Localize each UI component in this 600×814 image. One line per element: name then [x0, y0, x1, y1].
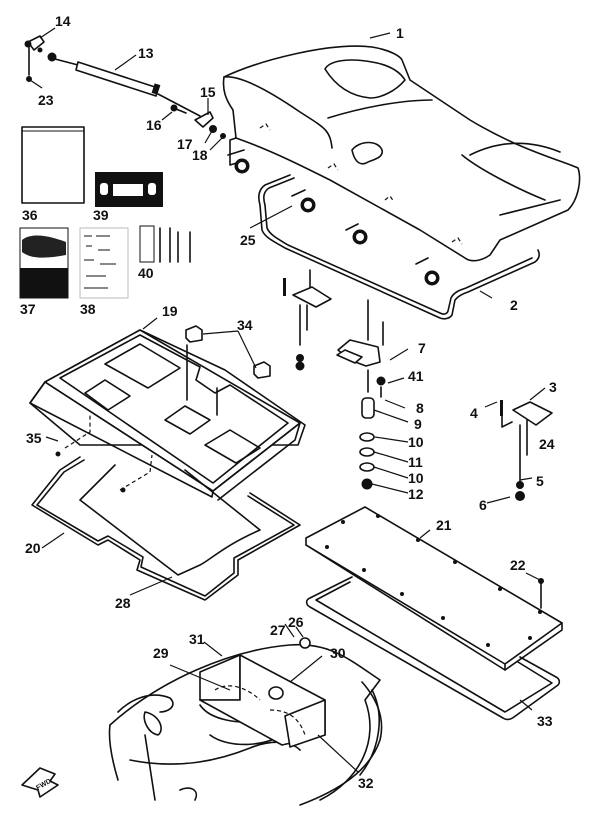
storage-tray — [29, 329, 306, 501]
callout-3: 3 — [549, 379, 557, 395]
screw-22 — [538, 578, 544, 609]
callout-36: 36 — [22, 207, 38, 223]
callout-39: 39 — [93, 207, 109, 223]
tray-seal — [31, 456, 301, 601]
callout-4: 4 — [470, 405, 478, 421]
callout-22: 22 — [510, 557, 526, 573]
seat-dampers — [227, 149, 440, 286]
callout-40: 40 — [138, 265, 154, 281]
fwd-indicator: FWD — [21, 767, 59, 798]
seat-damper — [415, 257, 440, 286]
seat-damper — [291, 189, 316, 213]
cover-plate — [305, 506, 563, 671]
video-cassette — [95, 172, 163, 207]
seat-lock-assembly — [336, 299, 386, 490]
callout-9: 9 — [414, 416, 422, 432]
callout-17: 17 — [177, 136, 193, 152]
holders — [185, 325, 271, 379]
callout-23: 23 — [38, 92, 54, 108]
callout-15: 15 — [200, 84, 216, 100]
callout-25: 25 — [240, 232, 256, 248]
callout-14: 14 — [55, 13, 71, 29]
callout-19: 19 — [162, 303, 178, 319]
callout-12: 12 — [408, 486, 424, 502]
cover-seal — [305, 576, 561, 721]
owners-manual — [19, 227, 69, 299]
callout-34: 34 — [237, 317, 253, 333]
callout-26: 26 — [288, 614, 304, 630]
callout-20: 20 — [25, 540, 41, 556]
callout-10b: 10 — [408, 470, 424, 486]
rear-hook-bracket — [283, 269, 332, 371]
callout-10a: 10 — [408, 434, 424, 450]
callout-38: 38 — [80, 301, 96, 317]
callout-8: 8 — [416, 400, 424, 416]
callout-7: 7 — [418, 340, 426, 356]
callout-28: 28 — [115, 595, 131, 611]
callout-2: 2 — [510, 297, 518, 313]
callout-29: 29 — [153, 645, 169, 661]
callout-32: 32 — [358, 775, 374, 791]
callout-1: 1 — [396, 25, 404, 41]
callout-21: 21 — [436, 517, 452, 533]
mat — [79, 464, 261, 576]
callout-41: 41 — [408, 368, 424, 384]
callout-11: 11 — [408, 454, 423, 470]
callout-5: 5 — [536, 473, 544, 489]
seat-damper — [227, 149, 250, 174]
seat-damper — [345, 223, 368, 245]
manual-sheet — [79, 227, 129, 299]
callout-24: 24 — [539, 436, 555, 452]
damper-bracket-15 — [170, 104, 226, 139]
gas-damper — [47, 52, 201, 117]
callout-18: 18 — [192, 147, 208, 163]
callout-27: 27 — [270, 622, 286, 638]
seat — [222, 45, 581, 262]
callout-13: 13 — [138, 45, 154, 61]
callout-35: 35 — [26, 430, 42, 446]
seat-seal — [258, 174, 541, 320]
callout-37: 37 — [20, 301, 36, 317]
callout-16: 16 — [146, 117, 162, 133]
callout-31: 31 — [189, 631, 205, 647]
callout-labels: 1 2 3 4 5 6 7 8 9 10 11 10 12 13 14 15 1… — [20, 13, 557, 791]
partitions — [199, 637, 326, 748]
hook-bracket-assembly — [500, 400, 553, 501]
hull-deck — [108, 643, 383, 806]
document-bag — [21, 126, 85, 204]
callout-30: 30 — [330, 645, 346, 661]
damper-bracket-14 — [24, 35, 45, 82]
callout-6: 6 — [479, 497, 487, 513]
leader-lines — [29, 27, 546, 773]
callout-33: 33 — [537, 713, 553, 729]
tool-kit — [139, 225, 191, 263]
